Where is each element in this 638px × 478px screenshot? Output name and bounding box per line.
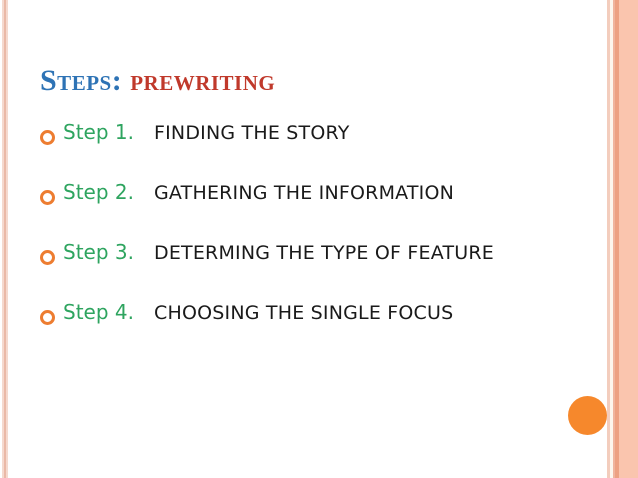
step-text: FINDING THE STORY — [154, 122, 350, 144]
slide-title: Steps: prewriting — [40, 64, 600, 97]
step-label: Step 4. — [63, 300, 134, 324]
list-item: Step 4. CHOOSING THE SINGLE FOCUS — [40, 291, 600, 351]
steps-list: Step 1. FINDING THE STORY Step 2. GATHER… — [40, 111, 600, 351]
step-text: DETERMING THE TYPE OF FEATURE — [154, 242, 494, 264]
step-label: Step 2. — [63, 180, 134, 204]
list-item: Step 2. GATHERING THE INFORMATION — [40, 171, 600, 231]
bullet-circle-icon — [40, 249, 55, 265]
step-label: Step 1. — [63, 120, 134, 144]
bullet-circle-icon — [40, 309, 55, 325]
orange-circle-decoration — [568, 396, 607, 435]
list-item: Step 1. FINDING THE STORY — [40, 111, 600, 171]
slide-content: Steps: prewriting Step 1. FINDING THE ST… — [40, 64, 600, 351]
list-item: Step 3. DETERMING THE TYPE OF FEATURE — [40, 231, 600, 291]
left-edge-stripe-decoration — [0, 0, 10, 478]
bullet-circle-icon — [40, 189, 55, 205]
bullet-circle-icon — [40, 129, 55, 145]
right-edge-stripe-decoration — [607, 0, 638, 478]
step-text: GATHERING THE INFORMATION — [154, 182, 455, 204]
step-label: Step 3. — [63, 240, 134, 264]
slide-title-topic: prewriting — [130, 64, 276, 97]
step-text: CHOOSING THE SINGLE FOCUS — [154, 302, 454, 324]
slide-title-steps: Steps: — [40, 64, 131, 97]
